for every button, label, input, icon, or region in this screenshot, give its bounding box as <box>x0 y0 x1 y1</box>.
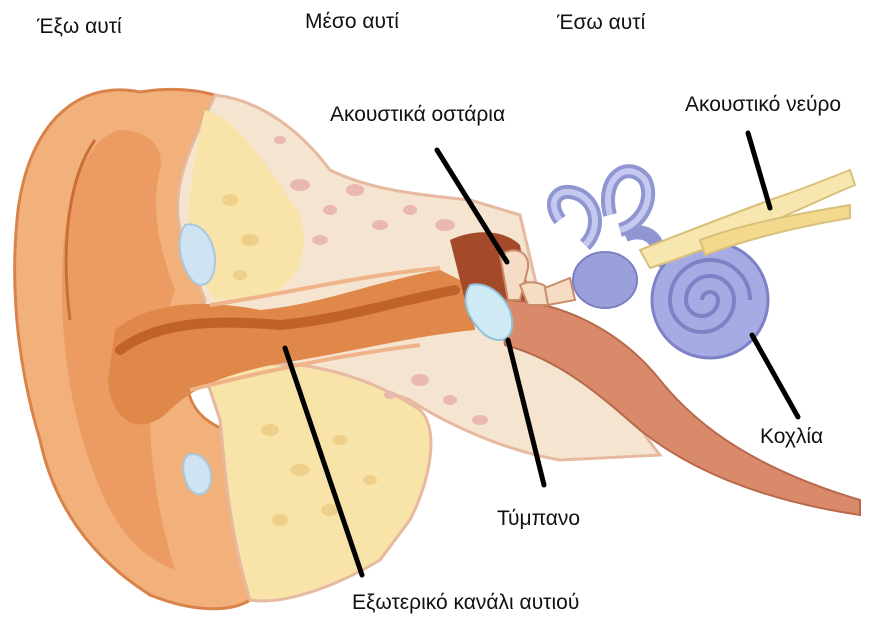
ossicles-shape <box>500 250 575 305</box>
header-middle-ear: Μέσο αυτί <box>305 11 399 32</box>
leader-cochlea <box>752 335 798 417</box>
auditory-nerve-shape <box>640 170 855 268</box>
label-ossicles: Ακουστικά οστάρια <box>330 104 505 125</box>
label-eardrum: Τύμπανο <box>497 508 580 529</box>
header-inner-ear: Έσω αυτί <box>557 12 645 33</box>
label-cochlea: Κοχλία <box>760 426 823 447</box>
leader-nerve <box>748 133 770 208</box>
label-ear-canal: Εξωτερικό κανάλι αυτιού <box>352 592 579 613</box>
label-auditory-nerve: Ακουστικό νεύρο <box>685 94 841 115</box>
header-outer-ear: Έξω αυτί <box>37 16 122 37</box>
